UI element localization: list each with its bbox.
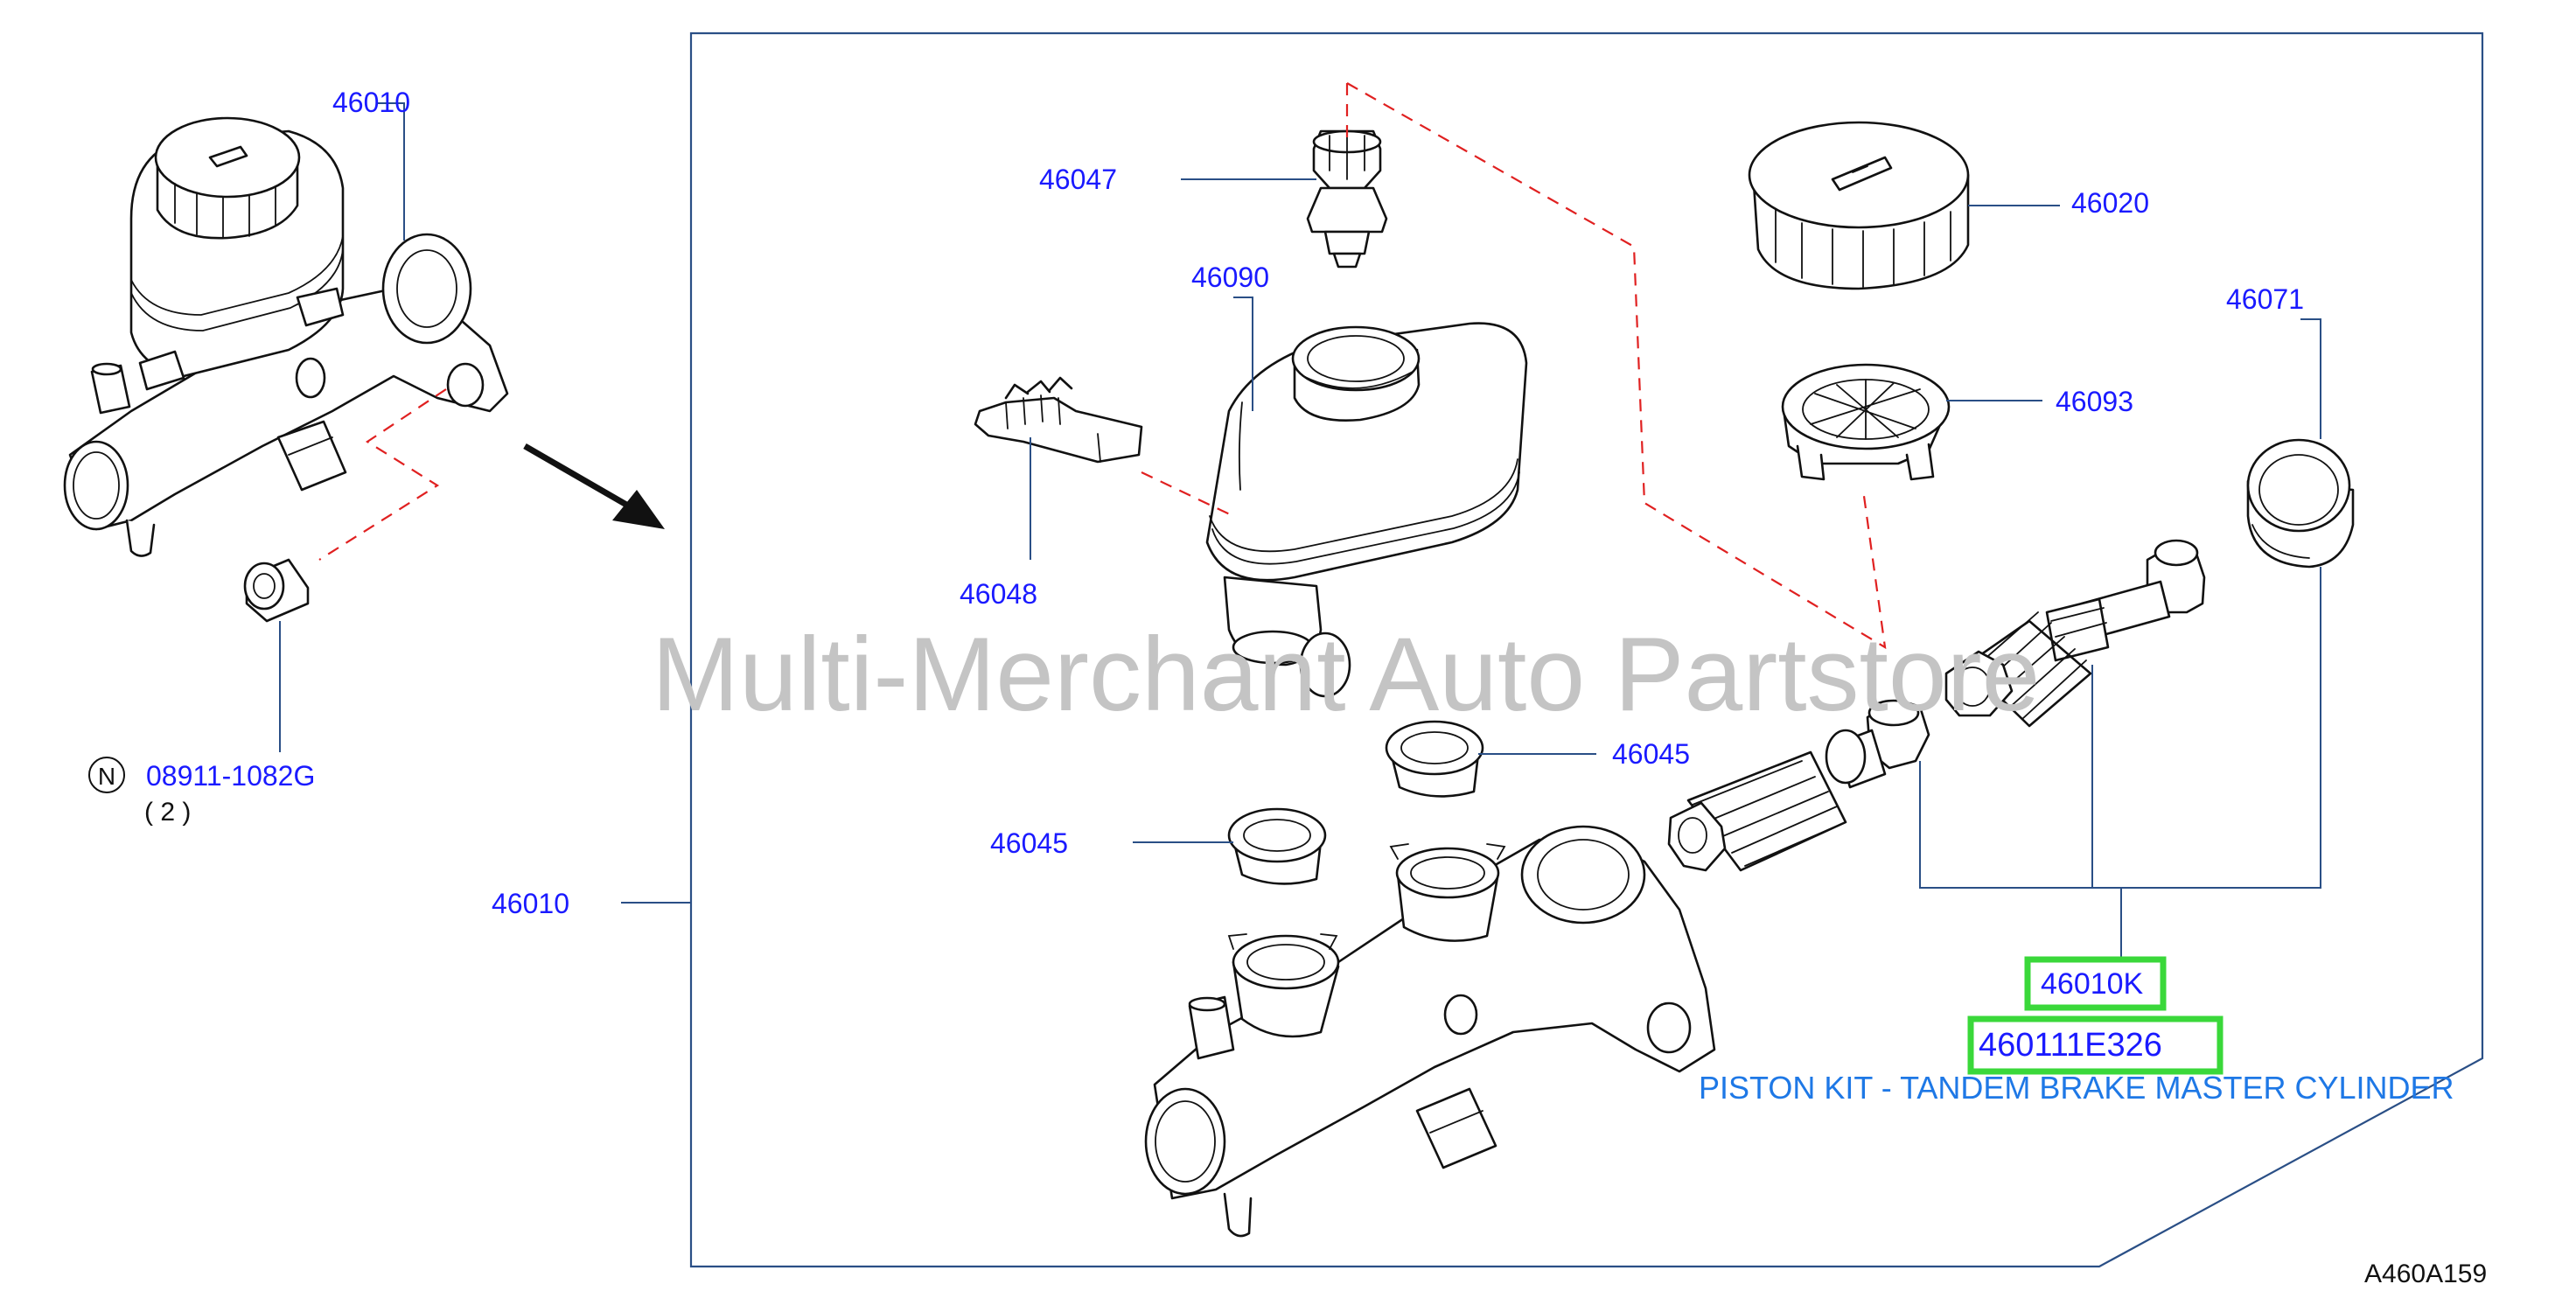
cap-46020-drawing bbox=[1748, 121, 1970, 290]
grommet-46045-upper-drawing bbox=[1385, 720, 1484, 798]
label-46010-side: 46010 bbox=[492, 888, 569, 919]
primary-piston-drawing bbox=[1944, 539, 2206, 728]
dashed-guide-sensor bbox=[1141, 471, 1234, 517]
seal-ring-46071-drawing bbox=[2246, 438, 2355, 569]
kit-code-highlight bbox=[2024, 956, 2167, 1011]
label-46048: 46048 bbox=[960, 578, 1037, 610]
sensor-46048-drawing bbox=[974, 376, 1143, 464]
label-46071: 46071 bbox=[2226, 283, 2304, 315]
label-bolt-qty: ( 2 ) bbox=[144, 798, 191, 827]
bolt-n-marker: N bbox=[98, 763, 115, 790]
kit-code: 46010K bbox=[2041, 967, 2144, 1001]
callout-46071 bbox=[2300, 318, 2321, 439]
label-46020: 46020 bbox=[2071, 187, 2149, 219]
label-46093: 46093 bbox=[2056, 386, 2133, 417]
label-46045-upper: 46045 bbox=[1612, 738, 1690, 770]
kit-part-number-highlight bbox=[1967, 1015, 2223, 1075]
callout-46010-top bbox=[376, 102, 405, 241]
assembly-frame bbox=[689, 31, 2484, 1268]
master-cylinder-46010-drawing bbox=[1144, 825, 1716, 1238]
valve-46047-drawing bbox=[1306, 129, 1388, 269]
grommet-46045-lower-drawing bbox=[1227, 807, 1327, 885]
strainer-46093-drawing bbox=[1781, 363, 1951, 481]
label-46047: 46047 bbox=[1039, 164, 1117, 195]
kit-part-number[interactable]: 460111E326 bbox=[1979, 1027, 2162, 1064]
bolt-n-circle bbox=[88, 757, 125, 793]
kit-description: PISTON KIT - TANDEM BRAKE MASTER CYLINDE… bbox=[1699, 1070, 2454, 1106]
direction-arrow bbox=[523, 443, 665, 529]
label-46010-top: 46010 bbox=[332, 87, 410, 118]
label-46090: 46090 bbox=[1191, 262, 1269, 293]
callout-46090 bbox=[1233, 297, 1253, 411]
watermark: Multi-Merchant Auto Partstore bbox=[652, 616, 2040, 733]
label-46045-lower: 46045 bbox=[990, 827, 1068, 859]
bolt-washer-drawing bbox=[243, 558, 310, 623]
dashed-guide-left bbox=[318, 388, 447, 561]
small-master-cylinder-drawing bbox=[63, 116, 509, 557]
dashed-guide-top bbox=[1346, 82, 1887, 650]
diagram-code: A460A159 bbox=[2364, 1260, 2487, 1288]
label-bolt-code: 08911-1082G bbox=[146, 760, 315, 792]
secondary-piston-drawing bbox=[1667, 698, 1930, 872]
reservoir-46090-drawing bbox=[1205, 322, 1528, 698]
